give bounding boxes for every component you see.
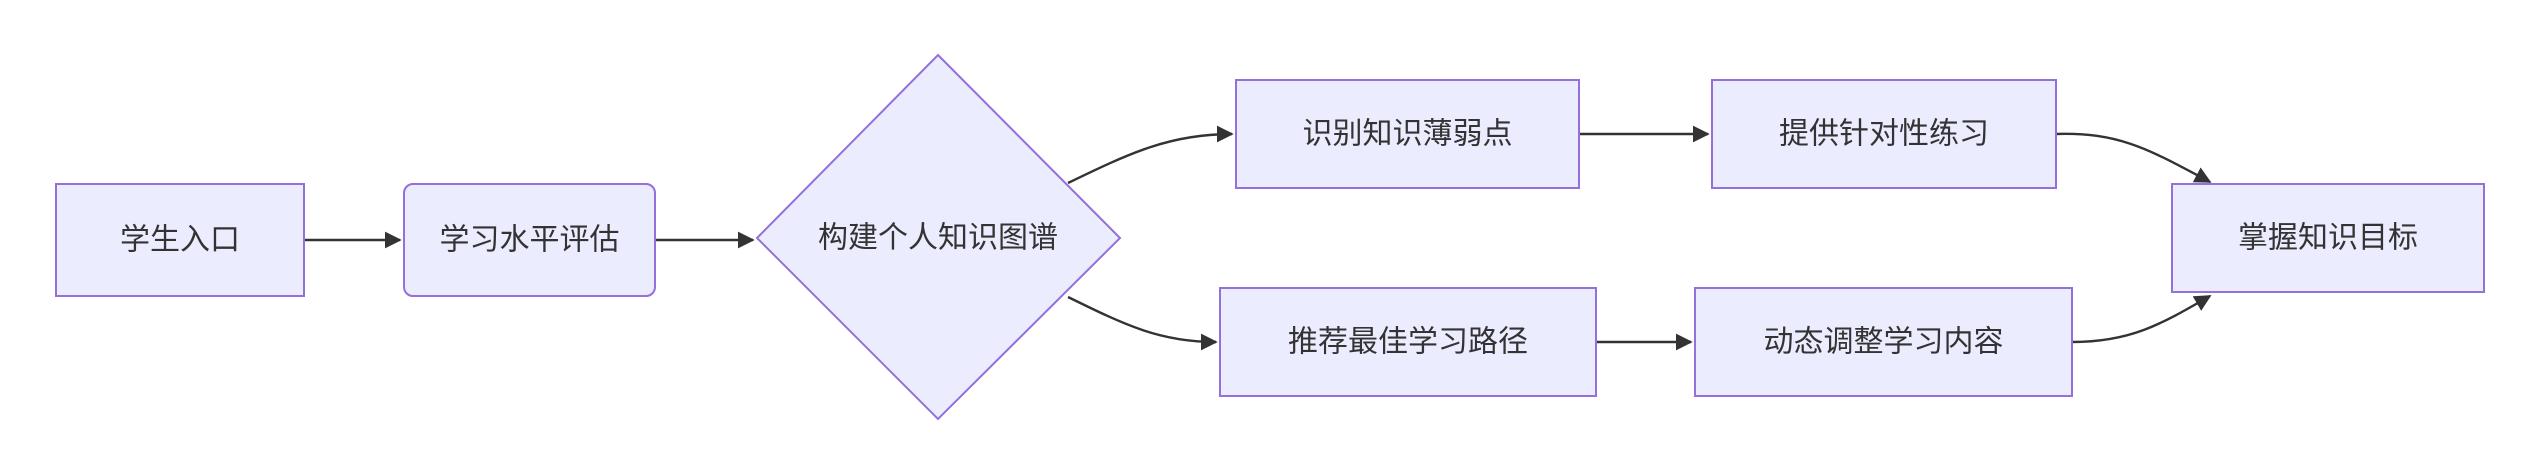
node-master-knowledge-goal[interactable]: 掌握知识目标 xyxy=(2171,183,2485,293)
node-label: 构建个人知识图谱 xyxy=(818,221,1058,256)
edge-f-to-h xyxy=(2055,132,2212,184)
edges xyxy=(304,125,2212,351)
node-label: 学生入口 xyxy=(120,223,240,258)
node-label: 识别知识薄弱点 xyxy=(1303,117,1513,152)
node-targeted-practice[interactable]: 提供针对性练习 xyxy=(1711,79,2057,189)
node-adjust-content[interactable]: 动态调整学习内容 xyxy=(1694,287,2073,397)
edge-c-to-e xyxy=(1067,295,1218,351)
node-label: 动态调整学习内容 xyxy=(1764,325,2004,360)
node-recommend-learning-path[interactable]: 推荐最佳学习路径 xyxy=(1219,287,1597,397)
node-level-assessment[interactable]: 学习水平评估 xyxy=(403,183,656,297)
node-build-knowledge-graph[interactable]: 构建个人知识图谱 xyxy=(755,53,1122,421)
node-identify-weak-points[interactable]: 识别知识薄弱点 xyxy=(1235,79,1580,189)
edge-g-to-h xyxy=(2071,294,2212,344)
node-label: 掌握知识目标 xyxy=(2238,221,2418,256)
node-label: 推荐最佳学习路径 xyxy=(1288,325,1528,360)
edge-c-to-d xyxy=(1067,125,1234,185)
node-label: 提供针对性练习 xyxy=(1779,117,1989,152)
node-student-entry[interactable]: 学生入口 xyxy=(55,183,305,297)
node-label: 学习水平评估 xyxy=(440,223,620,258)
